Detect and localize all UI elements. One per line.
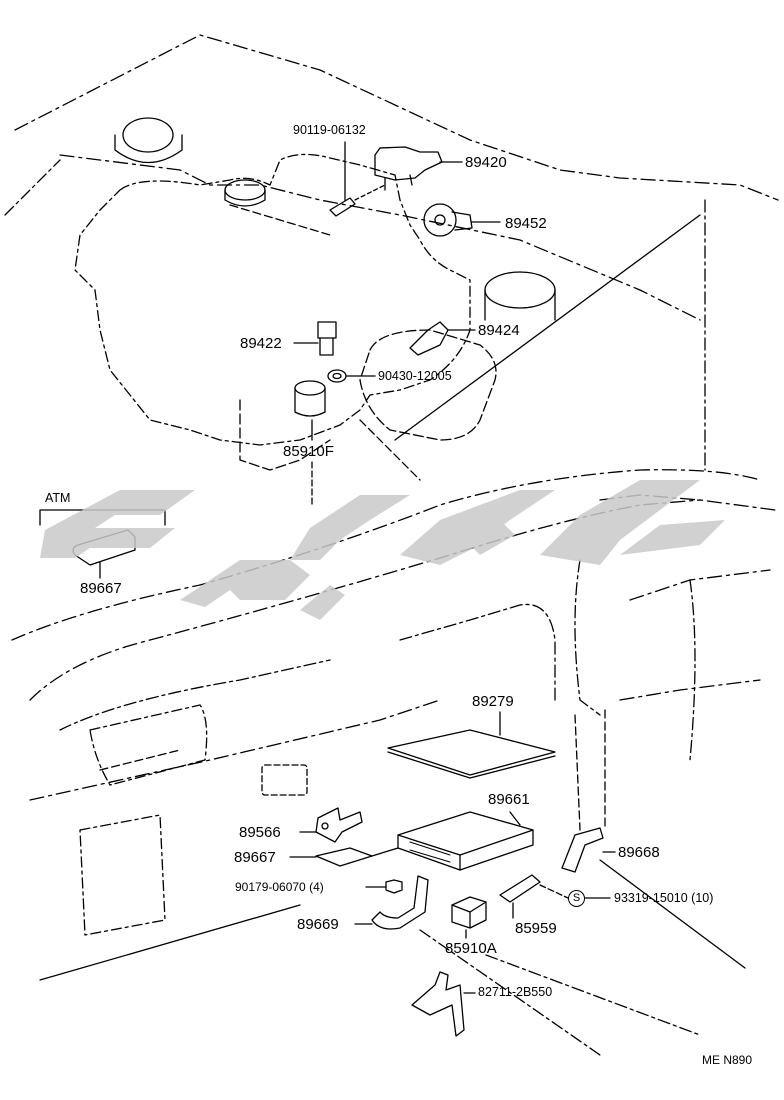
part-89420-sensor [374, 146, 463, 191]
callout-89661: 89661 [488, 791, 530, 808]
callout-82711-2B550: 82711-2B550 [478, 985, 553, 999]
callout-89452: 89452 [505, 215, 547, 232]
callout-85910F: 85910F [283, 443, 334, 460]
engine-bay-outline [4, 34, 779, 481]
part-85959-bracket [499, 874, 541, 919]
callout-89669: 89669 [297, 916, 339, 933]
part-89566-bracket [299, 807, 363, 843]
callout-89668: 89668 [618, 844, 660, 861]
diagram-code: ME N890 [702, 1053, 753, 1067]
callout-89420: 89420 [465, 154, 507, 171]
part-89668-bracket [561, 827, 616, 873]
part-93319-screw-lead [539, 859, 746, 969]
watermark-logo [40, 480, 725, 620]
s-mark-symbol: S [568, 890, 585, 907]
callout-89667-atm: 89667 [80, 580, 122, 597]
part-89669-bracket [354, 875, 429, 930]
callout-89566: 89566 [239, 824, 281, 841]
part-90179-nut [365, 879, 403, 894]
part-89424-sensor [409, 321, 476, 356]
callout-90179-06070: 90179-06070 (4) [235, 880, 324, 894]
callout-90430-12005: 90430-12005 [378, 369, 452, 383]
part-90119-bolt [329, 141, 386, 217]
callout-90119-06132: 90119-06132 [293, 123, 366, 137]
part-89452-sensor [423, 203, 501, 237]
callout-89279: 89279 [472, 693, 514, 710]
atm-section-label: ATM [45, 491, 71, 505]
part-85910A-sensor [451, 896, 487, 939]
part-89422-sensor [293, 321, 337, 356]
callout-85910A: 85910A [445, 940, 497, 957]
part-82711-bracket [411, 971, 476, 1037]
callout-89422: 89422 [240, 335, 282, 352]
part-85910F-switch [294, 380, 326, 506]
part-89667-bracket [289, 847, 399, 867]
callout-89424: 89424 [478, 322, 520, 339]
callout-85959: 85959 [515, 920, 557, 937]
callout-93319-15010: 93319-15010 (10) [614, 891, 714, 905]
part-89279-cover [387, 711, 556, 779]
part-89661-ecu [397, 811, 534, 871]
part-90430-washer [327, 369, 376, 383]
callout-89667: 89667 [234, 849, 276, 866]
